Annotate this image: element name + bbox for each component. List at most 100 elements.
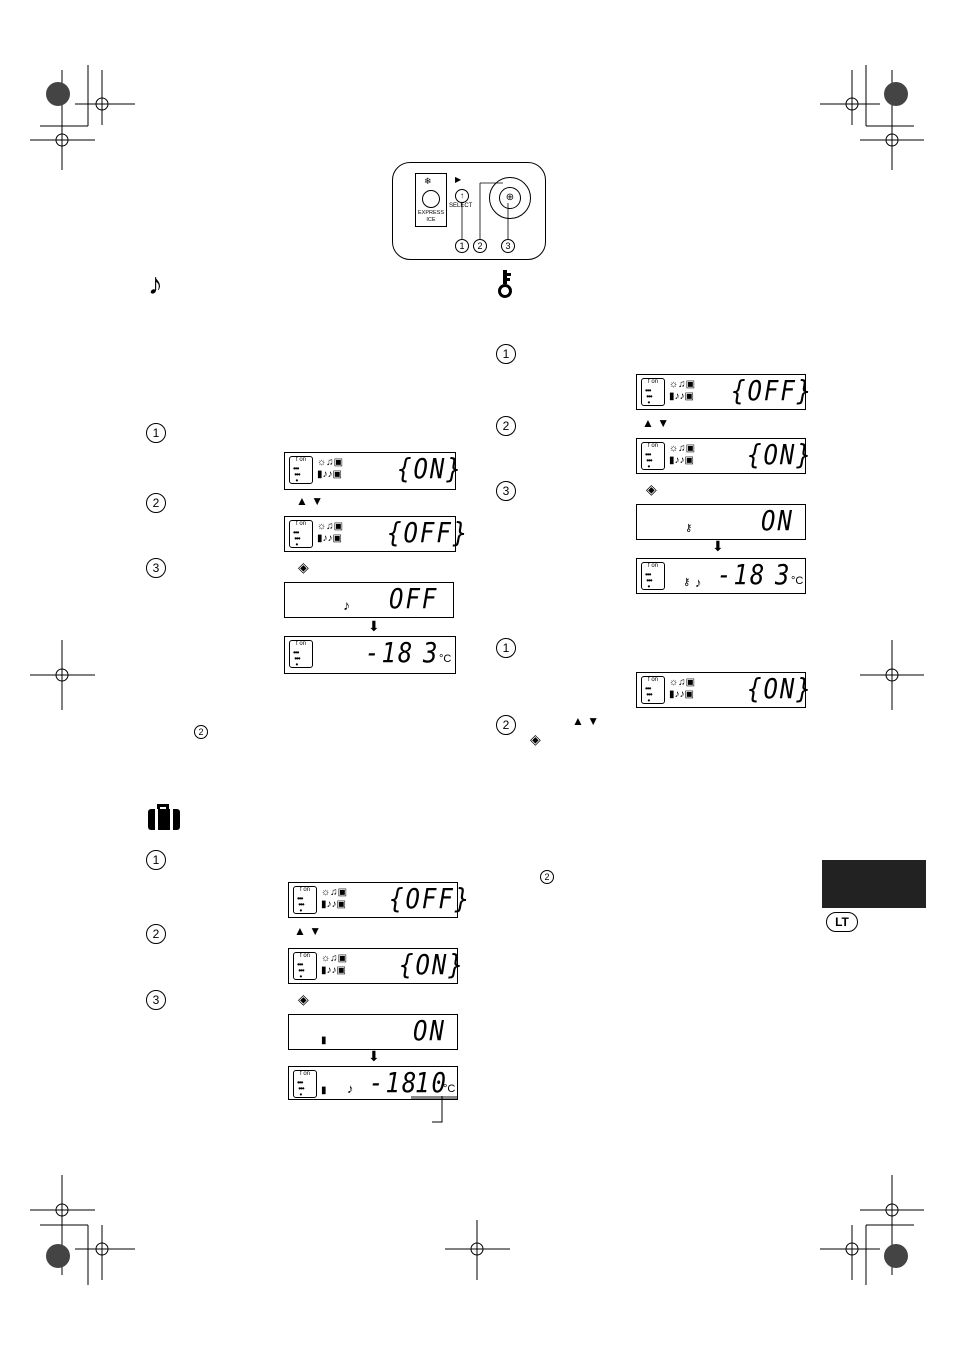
status-icons: ☼♫▣▮♪♪▣ — [317, 521, 344, 544]
suitcase-small-icon: ▮ — [321, 1085, 327, 1096]
callout-2: 2 — [473, 239, 487, 253]
grapes-icon: f on••• ••• • — [289, 520, 313, 549]
suitcase-icon — [148, 804, 180, 830]
lock-display-5-text: {ON} — [747, 672, 813, 706]
music-note-icon: ♪ — [148, 268, 163, 301]
lock-display-1: f on••• ••• • ☼♫▣▮♪♪▣ {OFF} — [636, 374, 811, 410]
down-arrow-icon: ⬇ — [368, 618, 380, 634]
grapes-icon: f on••• ••• • — [293, 1070, 317, 1099]
unit-label: °C — [443, 1083, 456, 1095]
music-note-icon: ♪ — [343, 597, 350, 613]
vacation-display-3-text: ON — [413, 1014, 446, 1048]
sound-step-1: 1 — [146, 423, 166, 443]
music-note-icon: ♪ — [347, 1081, 354, 1096]
vacation-display-4: f on••• ••• • ▮ ♪ -18 10 °C — [288, 1066, 458, 1100]
unit-label: °C — [791, 575, 804, 587]
start-button-icon: ◈ — [298, 559, 309, 575]
select-button: ↑ — [455, 189, 469, 203]
lock-display-4: f on••• ••• • ⚷ ♪ -18 3 °C — [636, 558, 806, 594]
grapes-icon: f on••• ••• • — [641, 676, 665, 705]
express-ice-button: ❄ EXPRESS ICE — [415, 173, 447, 227]
sound-display-1: f on••• ••• • ☼♫▣▮♪♪▣ {ON} — [284, 452, 461, 490]
vacation-display-1: f on••• ••• • ☼♫▣▮♪♪▣ {OFF} — [288, 882, 469, 918]
key-small-icon: ⚷ — [685, 523, 693, 534]
lock-display-3-text: ON — [761, 504, 794, 538]
key-icon — [496, 270, 518, 300]
grapes-icon: f on••• ••• • — [289, 640, 313, 669]
vacation-display-3: ▮ ON — [288, 1014, 458, 1050]
start-button-icon: ◈ — [530, 731, 541, 747]
sound-step-2: 2 — [146, 493, 166, 513]
lock-b-step-1: 1 — [496, 638, 516, 658]
sound-step-3: 3 — [146, 558, 166, 578]
sound-display-4-temp2: 3 — [423, 636, 440, 670]
lock-display-5: f on••• ••• • ☼♫▣▮♪♪▣ {ON} — [636, 672, 811, 708]
lock-display-2: f on••• ••• • ☼♫▣▮♪♪▣ {ON} — [636, 438, 811, 474]
select-label: SELECT — [449, 203, 473, 209]
status-icons: ☼♫▣▮♪♪▣ — [669, 379, 696, 402]
status-icons: ☼♫▣▮♪♪▣ — [321, 953, 348, 976]
unit-label: °C — [439, 653, 452, 665]
status-icons: ☼♫▣▮♪♪▣ — [317, 457, 344, 480]
sound-note-step: 2 — [194, 725, 208, 739]
sound-display-2-text: {OFF} — [387, 516, 470, 550]
side-tab-block — [822, 860, 926, 908]
lock-step-1: 1 — [496, 344, 516, 364]
underline-bar — [411, 1096, 457, 1099]
vacation-step-1: 1 — [146, 850, 166, 870]
up-down-arrows-icon: ▲ ▼ — [642, 416, 670, 430]
lock-display-2-text: {ON} — [747, 438, 813, 472]
dial-inner: ⊕ — [499, 187, 521, 209]
lock-b-step-2: 2 — [496, 715, 516, 735]
vacation-step-3: 3 — [146, 990, 166, 1010]
vacation-display-1-text: {OFF} — [389, 882, 472, 916]
vacation-display-4-temp: -18 — [369, 1066, 419, 1100]
callout-1: 1 — [455, 239, 469, 253]
suitcase-small-icon: ▮ — [321, 1035, 327, 1046]
express-ice-icon: ❄ — [424, 176, 432, 186]
grapes-icon: f on••• ••• • — [289, 456, 313, 485]
lock-step-2: 2 — [496, 416, 516, 436]
key-small-icon: ⚷ — [683, 577, 691, 588]
lock-display-4-temp2: 3 — [775, 558, 792, 592]
callout-3: 3 — [501, 239, 515, 253]
lock-note-step: 2 — [540, 870, 554, 884]
vacation-display-2: f on••• ••• • ☼♫▣▮♪♪▣ {ON} — [288, 948, 463, 984]
status-icons: ☼♫▣▮♪♪▣ — [669, 677, 696, 700]
control-panel-diagram: ❄ EXPRESS ICE ▶ ↑ SELECT ⊕ 1 2 3 — [392, 162, 546, 260]
down-arrow-icon: ⬇ — [712, 538, 724, 554]
grapes-icon: f on••• ••• • — [293, 886, 317, 915]
up-down-arrows-icon: ▲ ▼ — [294, 924, 322, 938]
sound-display-4: f on••• ••• • -18 3 °C — [284, 636, 456, 674]
status-icons: ☼♫▣▮♪♪▣ — [321, 887, 348, 910]
start-button-icon: ◈ — [298, 991, 309, 1007]
sound-display-2: f on••• ••• • ☼♫▣▮♪♪▣ {OFF} — [284, 516, 467, 552]
vacation-display-2-text: {ON} — [399, 948, 465, 982]
select-icon: ▶ — [455, 175, 462, 184]
sound-display-1-text: {ON} — [397, 452, 463, 486]
lock-display-1-text: {OFF} — [731, 374, 814, 408]
sound-display-3-text: OFF — [389, 582, 439, 616]
vacation-step-2: 2 — [146, 924, 166, 944]
up-down-arrows-icon: ▲ ▼ — [572, 714, 600, 728]
vacation-display-4-temp2: 10 — [415, 1066, 448, 1100]
up-down-arrows-icon: ▲ ▼ — [296, 494, 324, 508]
down-arrow-icon: ⬇ — [368, 1048, 380, 1064]
sound-display-4-temp: -18 — [365, 636, 415, 670]
express-ice-label: EXPRESS ICE — [418, 210, 444, 223]
grapes-icon: f on••• ••• • — [641, 562, 665, 591]
music-note-icon: ♪ — [695, 575, 702, 590]
grapes-icon: f on••• ••• • — [641, 442, 665, 471]
grapes-icon: f on••• ••• • — [641, 378, 665, 407]
grapes-icon: f on••• ••• • — [293, 952, 317, 981]
lock-display-3: ⚷ ON — [636, 504, 806, 540]
lock-step-3: 3 — [496, 481, 516, 501]
callout-line — [432, 1096, 443, 1123]
status-icons: ☼♫▣▮♪♪▣ — [669, 443, 696, 466]
dial-control — [489, 177, 531, 219]
sound-display-3: ♪ OFF — [284, 582, 454, 618]
language-badge: LT — [826, 912, 858, 932]
lock-display-4-temp: -18 — [717, 558, 767, 592]
start-button-icon: ◈ — [646, 481, 657, 497]
